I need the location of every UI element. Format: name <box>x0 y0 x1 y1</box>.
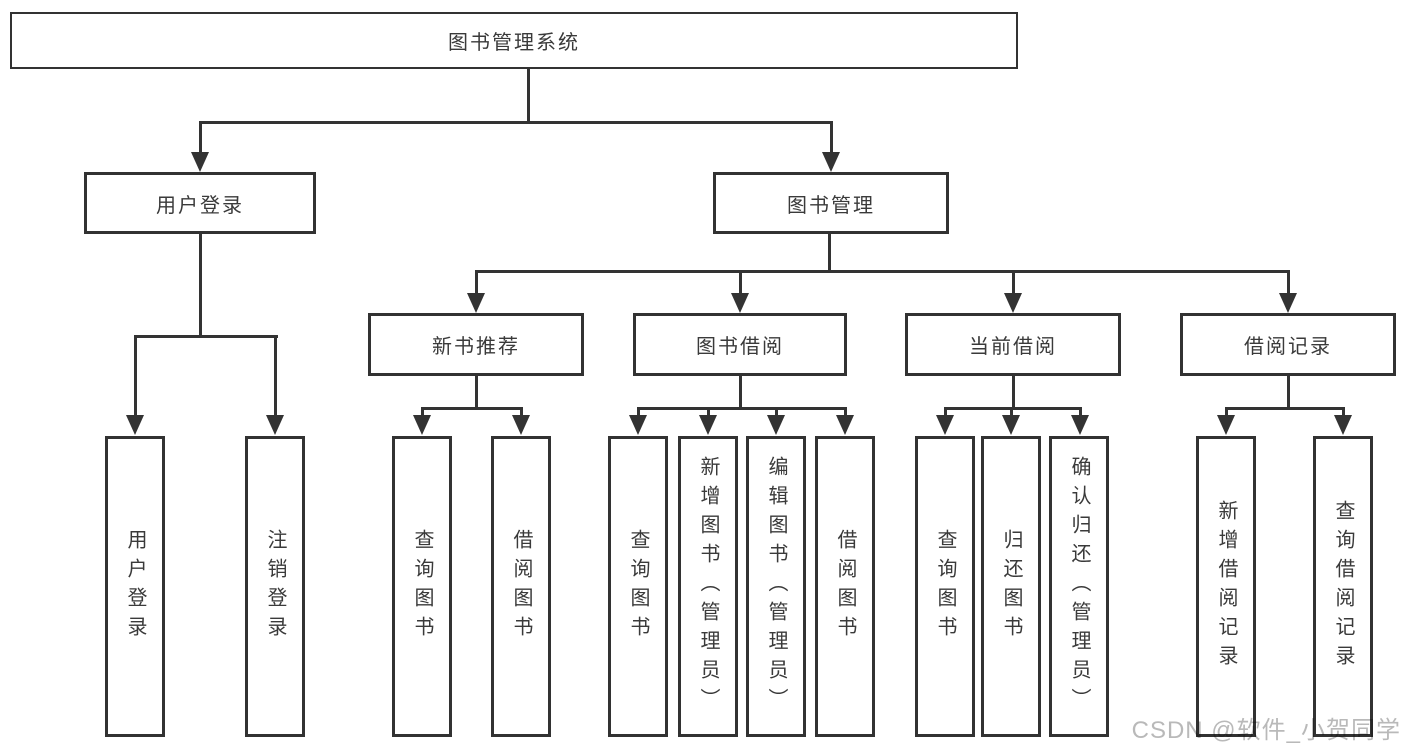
leaf-label: 新增借阅记录 <box>1215 499 1237 674</box>
leaf-label: 借阅图书 <box>834 528 856 645</box>
node-book-management: 图书管理 <box>713 172 949 234</box>
arrow-down-icon <box>822 152 840 172</box>
node-label: 新书推荐 <box>432 336 520 358</box>
leaf-label: 查询借阅记录 <box>1332 499 1354 674</box>
connector-line <box>1287 270 1290 295</box>
connector-line <box>475 376 478 410</box>
node-label: 图书管理 <box>787 194 875 217</box>
connector-line <box>637 407 640 417</box>
arrow-down-icon <box>1217 415 1235 435</box>
node-book-borrowing: 图书借阅 <box>633 313 847 376</box>
arrow-down-icon <box>936 415 954 435</box>
node-new-book-recommendation: 新书推荐 <box>368 313 584 376</box>
connector-line <box>1342 407 1345 417</box>
connector-line <box>199 121 202 154</box>
connector-line <box>1012 270 1015 295</box>
leaf-confirm-return-admin: 确认归还（管理员） <box>1049 436 1109 737</box>
connector-line <box>421 407 523 410</box>
node-label: 借阅记录 <box>1244 336 1332 358</box>
node-label: 图书管理系统 <box>448 32 580 54</box>
leaf-return-book: 归还图书 <box>981 436 1041 737</box>
arrow-down-icon <box>629 415 647 435</box>
connector-line <box>844 407 847 417</box>
connector-line <box>134 335 278 338</box>
leaf-label: 编辑图书（管理员） <box>765 456 787 717</box>
connector-line <box>1079 407 1082 417</box>
connector-line <box>199 121 833 124</box>
leaf-label: 查询图书 <box>934 528 956 645</box>
arrow-down-icon <box>1002 415 1020 435</box>
arrow-down-icon <box>191 152 209 172</box>
leaf-borrow-books: 借阅图书 <box>815 436 875 737</box>
connector-line <box>475 270 478 295</box>
connector-line <box>944 407 1082 410</box>
arrow-down-icon <box>1279 293 1297 313</box>
leaf-user-login: 用户登录 <box>105 436 165 737</box>
connector-line <box>1225 407 1228 417</box>
connector-line <box>637 407 847 410</box>
leaf-edit-book-admin: 编辑图书（管理员） <box>746 436 806 737</box>
leaf-label: 借阅图书 <box>510 528 532 645</box>
node-user-login: 用户登录 <box>84 172 316 234</box>
connector-line <box>520 407 523 417</box>
arrow-down-icon <box>1004 293 1022 313</box>
leaf-label: 用户登录 <box>124 528 146 645</box>
leaf-borrow-books-recommend: 借阅图书 <box>491 436 551 737</box>
leaf-label: 查询图书 <box>627 528 649 645</box>
leaf-query-books-borrowing: 查询图书 <box>608 436 668 737</box>
arrow-down-icon <box>731 293 749 313</box>
connector-line <box>475 270 1290 273</box>
connector-line <box>739 376 742 410</box>
connector-line <box>739 270 742 295</box>
leaf-query-books-current: 查询图书 <box>915 436 975 737</box>
node-label: 当前借阅 <box>969 336 1057 358</box>
connector-line <box>775 407 778 417</box>
connector-line <box>830 121 833 154</box>
node-label: 图书借阅 <box>696 336 784 358</box>
arrow-down-icon <box>467 293 485 313</box>
leaf-query-borrow-record: 查询借阅记录 <box>1313 436 1373 737</box>
connector-line <box>527 69 530 123</box>
arrow-down-icon <box>266 415 284 435</box>
node-borrowing-records: 借阅记录 <box>1180 313 1396 376</box>
leaf-add-book-admin: 新增图书（管理员） <box>678 436 738 737</box>
arrow-down-icon <box>767 415 785 435</box>
arrow-down-icon <box>836 415 854 435</box>
leaf-label: 新增图书（管理员） <box>697 456 719 717</box>
arrow-down-icon <box>1071 415 1089 435</box>
leaf-label: 查询图书 <box>411 528 433 645</box>
node-library-management-system: 图书管理系统 <box>10 12 1018 69</box>
connector-line <box>1225 407 1345 410</box>
connector-line <box>421 407 424 417</box>
connector-line <box>134 335 137 417</box>
watermark: CSDN @软件_小贺同学 <box>1131 717 1401 744</box>
node-current-borrowing: 当前借阅 <box>905 313 1121 376</box>
leaf-add-borrow-record: 新增借阅记录 <box>1196 436 1256 737</box>
connector-line <box>1012 376 1015 410</box>
connector-line <box>944 407 947 417</box>
node-label: 用户登录 <box>156 194 244 217</box>
arrow-down-icon <box>512 415 530 435</box>
connector-line <box>1287 376 1290 410</box>
connector-line <box>1010 407 1013 417</box>
connector-line <box>199 233 202 338</box>
leaf-query-books-recommend: 查询图书 <box>392 436 452 737</box>
leaf-label: 注销登录 <box>264 528 286 645</box>
arrow-down-icon <box>1334 415 1352 435</box>
arrow-down-icon <box>699 415 717 435</box>
leaf-label: 归还图书 <box>1000 528 1022 645</box>
connector-line <box>828 233 831 273</box>
arrow-down-icon <box>126 415 144 435</box>
leaf-label: 确认归还（管理员） <box>1068 456 1090 717</box>
connector-line <box>274 335 277 417</box>
connector-line <box>707 407 710 417</box>
leaf-logout: 注销登录 <box>245 436 305 737</box>
arrow-down-icon <box>413 415 431 435</box>
